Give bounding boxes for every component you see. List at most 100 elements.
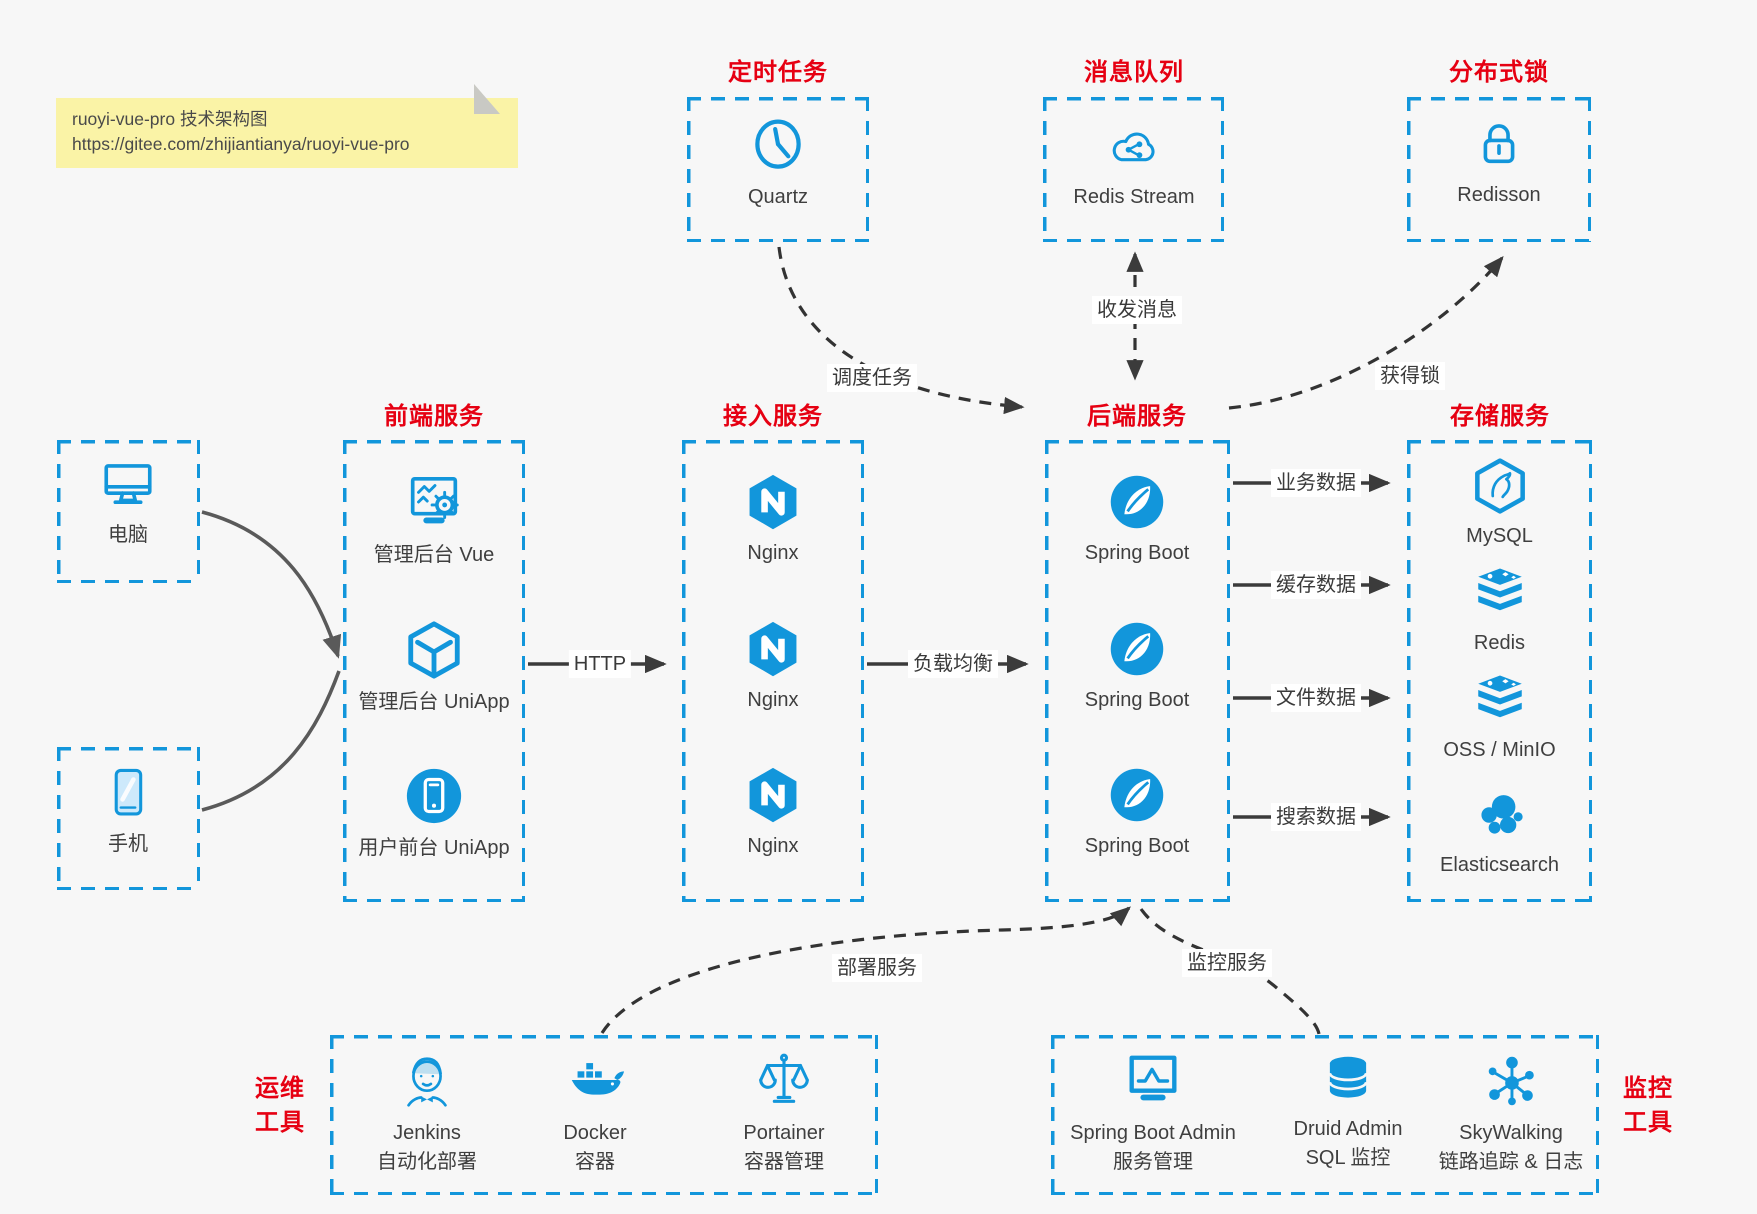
lock-box: [1407, 97, 1591, 242]
portainer-scales-icon: [753, 1050, 815, 1112]
node-phone: 手机: [58, 765, 198, 859]
note-fold-corner: [474, 84, 500, 114]
node-label: 管理后台 UniApp: [358, 691, 510, 713]
node-label: OSS / MinIO: [1443, 739, 1556, 761]
spring-boot-icon: [1107, 472, 1167, 532]
node-elasticsearch: Elasticsearch: [1407, 786, 1592, 880]
node-skywalking: SkyWalking 链路追踪 & 日志: [1411, 1050, 1611, 1177]
node-label: 电脑: [108, 524, 148, 546]
node-label: Nginx: [747, 542, 799, 564]
clock-icon: [748, 116, 808, 176]
edge-label-search-data: 搜索数据: [1271, 803, 1361, 831]
edge-label-send-receive-message: 收发消息: [1092, 296, 1182, 324]
node-label: SkyWalking: [1459, 1122, 1563, 1144]
node-label: Nginx: [747, 835, 799, 857]
edge-label-business-data: 业务数据: [1271, 469, 1361, 497]
node-sublabel: 链路追踪 & 日志: [1438, 1151, 1584, 1173]
node-label: 手机: [108, 833, 148, 855]
group-title-backend: 后端服务: [1087, 403, 1187, 430]
monitoring-title-line1: 监控: [1623, 1075, 1673, 1102]
node-jenkins: Jenkins 自动化部署: [342, 1050, 512, 1177]
node-label: Quartz: [747, 186, 809, 208]
edge-acquire-lock: [1228, 256, 1504, 410]
group-title-frontend: 前端服务: [384, 403, 484, 430]
node-label: MySQL: [1466, 525, 1533, 547]
padlock-icon: [1470, 116, 1528, 174]
node-sublabel: SQL 监控: [1305, 1147, 1391, 1169]
edge-label-acquire-lock: 获得锁: [1375, 362, 1445, 390]
group-title-scheduler: 定时任务: [728, 59, 828, 86]
node-spring-boot-3: Spring Boot: [1037, 765, 1237, 861]
node-oss-minio: OSS / MinIO: [1407, 671, 1592, 765]
node-label: Docker: [563, 1122, 627, 1144]
spring-boot-icon: [1107, 619, 1167, 679]
node-label: 用户前台 UniApp: [358, 837, 510, 859]
smartphone-icon: [99, 765, 157, 823]
skywalking-icon: [1480, 1050, 1542, 1112]
node-label: Redisson: [1457, 184, 1541, 206]
node-label: Spring Boot: [1084, 542, 1190, 564]
sticky-note: ruoyi-vue-pro 技术架构图 https://gitee.com/zh…: [56, 84, 518, 168]
node-label: Druid Admin: [1293, 1118, 1403, 1140]
node-spring-boot-admin: Spring Boot Admin 服务管理: [1053, 1050, 1253, 1177]
note-url: https://gitee.com/zhijiantianya/ruoyi-vu…: [72, 134, 410, 154]
node-spring-boot-1: Spring Boot: [1037, 472, 1237, 568]
node-docker: Docker 容器: [510, 1050, 680, 1177]
node-label: Portainer: [743, 1122, 825, 1144]
ops-title-line1: 运维: [255, 1075, 305, 1102]
node-label: Spring Boot Admin: [1070, 1122, 1236, 1144]
edge-label-cache-data: 缓存数据: [1271, 571, 1361, 599]
node-label: Nginx: [747, 689, 799, 711]
ops-title-line2: 工具: [255, 1109, 305, 1136]
node-label: Jenkins: [393, 1122, 461, 1144]
edge-label-file-data: 文件数据: [1271, 684, 1361, 712]
node-druid-admin: Druid Admin SQL 监控: [1248, 1050, 1448, 1173]
group-title-monitoring: 监控 工具: [1608, 1072, 1688, 1140]
jenkins-icon: [396, 1050, 458, 1112]
mysql-icon: [1471, 457, 1529, 515]
spring-boot-icon: [1107, 765, 1167, 825]
node-label: Redis Stream: [1073, 186, 1195, 208]
edge-phone-to-frontend: [201, 670, 341, 812]
storage-box: [1407, 440, 1592, 902]
edge-label-http: HTTP: [568, 650, 632, 678]
docker-icon: [564, 1050, 626, 1112]
node-user-uniapp: 用户前台 UniApp: [334, 765, 534, 863]
node-portainer: Portainer 容器管理: [699, 1050, 869, 1177]
edge-label-schedule-task: 调度任务: [827, 364, 917, 392]
node-redis-stream: Redis Stream: [1044, 118, 1224, 212]
group-title-ops: 运维 工具: [240, 1072, 320, 1140]
edge-label-deploy-service: 部署服务: [832, 954, 922, 982]
node-nginx-3: Nginx: [673, 765, 873, 861]
node-admin-uniapp: 管理后台 UniApp: [334, 619, 534, 717]
node-mysql: MySQL: [1407, 457, 1592, 551]
node-label: 管理后台 Vue: [373, 544, 495, 566]
computer-box: [57, 440, 200, 583]
node-admin-vue: 管理后台 Vue: [334, 472, 534, 570]
cloud-stream-icon: [1105, 118, 1163, 176]
node-redisson: Redisson: [1409, 116, 1589, 210]
admin-vue-icon: [403, 472, 465, 534]
node-label: Spring Boot: [1084, 835, 1190, 857]
group-title-mq: 消息队列: [1084, 59, 1184, 86]
nginx-icon: [743, 619, 803, 679]
node-computer: 电脑: [58, 456, 198, 550]
elasticsearch-icon: [1471, 786, 1529, 844]
mq-box: [1043, 97, 1224, 242]
druid-db-icon: [1319, 1050, 1377, 1108]
redis-stack-icon: [1471, 564, 1529, 622]
edge-label-load-balance: 负载均衡: [908, 650, 998, 678]
node-redis: Redis: [1407, 564, 1592, 658]
node-label: Spring Boot: [1084, 689, 1190, 711]
node-label: Elasticsearch: [1440, 854, 1559, 876]
node-sublabel: 服务管理: [1113, 1151, 1193, 1173]
nginx-icon: [743, 472, 803, 532]
node-sublabel: 容器: [575, 1151, 615, 1173]
oss-stack-icon: [1471, 671, 1529, 729]
user-uniapp-icon: [403, 765, 465, 827]
nginx-icon: [743, 765, 803, 825]
note-title: ruoyi-vue-pro 技术架构图: [72, 109, 268, 129]
node-nginx-1: Nginx: [673, 472, 873, 568]
group-title-lock: 分布式锁: [1449, 59, 1549, 86]
